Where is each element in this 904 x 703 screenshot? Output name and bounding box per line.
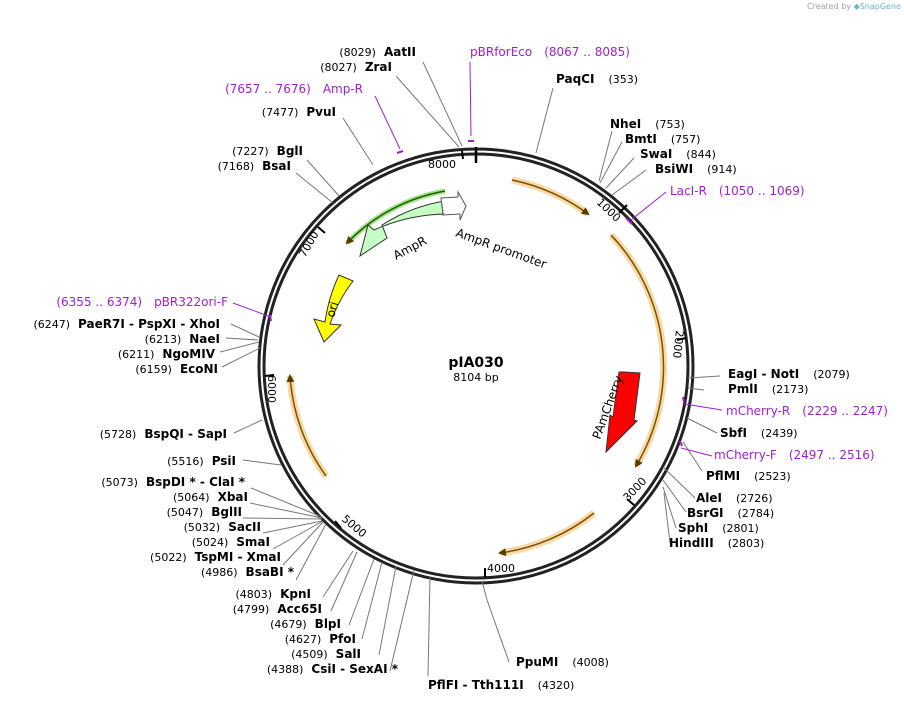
site-econi: (6159)EcoNI: [135, 362, 218, 376]
site-pvui: (7477)PvuI: [262, 105, 336, 119]
tick-label-1000: 1000: [594, 196, 623, 225]
credit-prefix: Created by: [807, 2, 852, 11]
pamcherry-feature: [605, 371, 641, 454]
site-hindiii: HindIII(2803): [669, 536, 764, 550]
ampr-promoter-dots: [441, 203, 445, 217]
site-psii: (5516)PsiI: [167, 454, 236, 468]
site-smai: (5024)SmaI: [192, 535, 270, 549]
primer-mcherry-f: mCherry-F(2497 .. 2516): [714, 448, 875, 462]
site-paqci: PaqCI(353): [556, 72, 638, 86]
ampr-label: AmpR: [391, 233, 429, 262]
site-bsai: (7168)BsaI: [218, 159, 291, 173]
plasmid-name: pIA030: [448, 355, 504, 371]
primer-mcherry-r: mCherry-R(2229 .. 2247): [726, 404, 888, 418]
site-tspmi-xmai: (5022)TspMI - XmaI: [150, 550, 281, 564]
site-acc65i: (4799)Acc65I: [233, 602, 322, 616]
plasmid-size: 8104 bp: [453, 371, 498, 384]
orf-arcs: [286, 176, 668, 557]
site-sbfi: SbfI(2439): [720, 426, 798, 440]
tick-label-7000: 7000: [296, 229, 321, 260]
credit-brand: SnapGene: [859, 2, 901, 11]
site-sacii: (5032)SacII: [184, 520, 261, 534]
site-zrai: (8027)ZraI: [320, 60, 392, 74]
site-pflmi: PflMI(2523): [706, 469, 791, 483]
tick-label-8000: 8000: [428, 158, 456, 171]
tick-label-2000: 2000: [670, 330, 686, 359]
site-sphi: SphI(2801): [678, 521, 759, 535]
site-sali: (4509)SalI: [291, 647, 361, 661]
tick-label-4000: 4000: [487, 562, 515, 575]
primer-leaders: [232, 61, 723, 457]
primer-laci-r: LacI-R(1050 .. 1069): [670, 184, 805, 198]
site-paer7i-pspxi-xhoi: (6247)PaeR7I - PspXI - XhoI: [33, 317, 220, 331]
site-csii-sexai: (4388)CsiI - SexAI *: [267, 662, 399, 676]
site-xbai: (5064)XbaI: [173, 490, 248, 504]
ampr-feature: [359, 199, 453, 258]
site-labels: PaqCI(353) NheI(753) BmtI(757) SwaI(844)…: [33, 45, 849, 692]
tick-marks: [264, 150, 687, 577]
primer-labels: pBRforEco(8067 .. 8085) LacI-R(1050 .. 1…: [56, 45, 888, 462]
snapgene-credit: Created by ◆SnapGene: [807, 2, 901, 11]
site-bspdi-clai: (5073)BspDI * - ClaI *: [101, 475, 245, 489]
site-ppumi: PpuMI(4008): [516, 655, 609, 669]
site-swai: SwaI(844): [640, 147, 716, 161]
ori-label: ori: [323, 300, 341, 319]
site-bglii: (5047)BglII: [167, 505, 242, 519]
site-ngomiv: (6211)NgoMIV: [118, 347, 216, 361]
tick-label-3000: 3000: [621, 475, 650, 504]
site-bsrgi: BsrGI(2784): [687, 506, 774, 520]
site-bsabi: (4986)BsaBI *: [201, 565, 295, 579]
leader-lines: [219, 61, 721, 677]
site-pflfi-tth111i: PflFI - Tth111I(4320): [428, 678, 574, 692]
ori-feature: [313, 274, 354, 343]
primer-pbrforeco: pBRforEco(8067 .. 8085): [470, 45, 630, 59]
site-pmli: PmlI(2173): [728, 382, 808, 396]
tick-label-6000: 6000: [265, 375, 278, 403]
site-blpi: (4679)BlpI: [270, 617, 341, 631]
site-naei: (6213)NaeI: [145, 332, 220, 346]
ampr-promoter-label: AmpR promoter: [454, 226, 548, 272]
ampr-promoter-feature: [440, 190, 467, 221]
site-nhei: NheI(753): [610, 117, 685, 131]
site-alei: AleI(2726): [696, 491, 773, 505]
site-pfoi: (4627)PfoI: [285, 632, 356, 646]
primer-marks: [269, 140, 685, 447]
site-aatii: (8029)AatII: [339, 45, 416, 59]
site-eagi-noti: EagI - NotI(2079): [728, 367, 850, 381]
primer-amp-r: (7657 .. 7676)Amp-R: [225, 82, 363, 96]
primer-pbr322ori-f: (6355 .. 6374)pBR322ori-F: [56, 295, 228, 309]
site-bspqi-sapi: (5728)BspQI - SapI: [100, 427, 227, 441]
site-bgli: (7227)BglI: [232, 144, 303, 158]
snapgene-logo-icon: ◆: [853, 2, 860, 11]
site-kpni: (4803)KpnI: [236, 587, 311, 601]
site-bsiwi: BsiWI(914): [655, 162, 737, 176]
site-bmti: BmtI(757): [625, 132, 700, 146]
